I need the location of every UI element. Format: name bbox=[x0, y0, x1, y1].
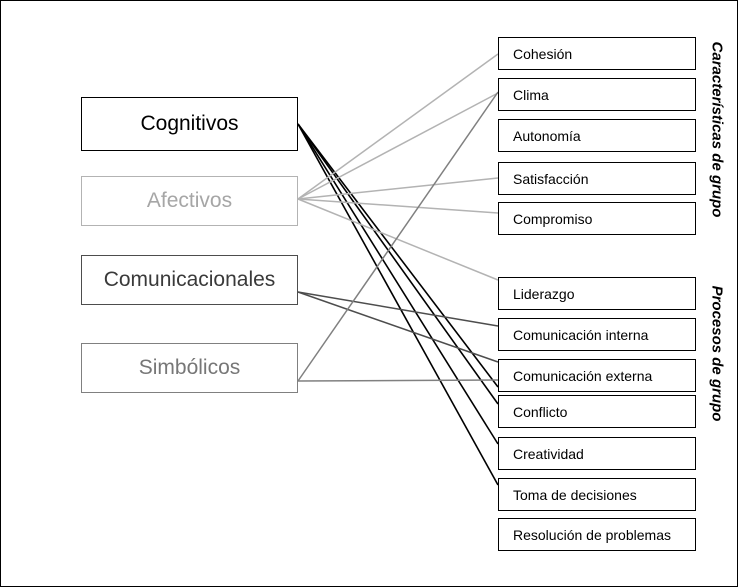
connection-com-to-6 bbox=[297, 291, 499, 327]
item-label: Autonomía bbox=[513, 127, 581, 144]
group-label-caracteristicas: Características de grupo bbox=[708, 41, 726, 218]
connection-sim-to-7 bbox=[297, 379, 499, 382]
connection-cog-to-8 bbox=[297, 123, 499, 405]
category-afectivos: Afectivos bbox=[81, 176, 298, 226]
item-label: Toma de decisiones bbox=[513, 486, 637, 503]
connection-sim-to-1 bbox=[297, 91, 499, 382]
item-label: Liderazgo bbox=[513, 285, 575, 302]
item-liderazgo: Liderazgo bbox=[498, 277, 696, 310]
item-label: Comunicación interna bbox=[513, 326, 649, 343]
category-cognitivos: Cognitivos bbox=[81, 97, 298, 151]
item-label: Comunicación externa bbox=[513, 367, 653, 384]
connection-com-to-7 bbox=[297, 291, 499, 363]
category-label: Simbólicos bbox=[138, 356, 241, 379]
item-cohesion: Cohesión bbox=[498, 37, 696, 70]
item-label: Resolución de problemas bbox=[513, 526, 671, 543]
item-label: Clima bbox=[513, 86, 549, 103]
connection-afe-to-4 bbox=[297, 198, 499, 214]
item-toma-de-decisiones: Toma de decisiones bbox=[498, 478, 696, 511]
item-label: Conflicto bbox=[513, 403, 568, 420]
connection-afe-to-1 bbox=[297, 92, 499, 200]
item-creatividad: Creatividad bbox=[498, 437, 696, 470]
item-label: Compromiso bbox=[513, 210, 593, 227]
category-label: Afectivos bbox=[146, 189, 233, 212]
item-resolucion-de-problemas: Resolución de problemas bbox=[498, 518, 696, 551]
connection-cog-to-7 bbox=[297, 123, 499, 388]
category-label: Comunicacionales bbox=[103, 268, 276, 291]
item-comunicacion-interna: Comunicación interna bbox=[498, 318, 696, 351]
item-label: Satisfacción bbox=[513, 170, 589, 187]
item-comunicacion-externa: Comunicación externa bbox=[498, 359, 696, 392]
item-clima: Clima bbox=[498, 78, 696, 111]
item-label: Creatividad bbox=[513, 445, 584, 462]
item-conflicto: Conflicto bbox=[498, 395, 696, 428]
item-autonomia: Autonomía bbox=[498, 119, 696, 152]
group-label-procesos: Procesos de grupo bbox=[708, 285, 726, 422]
item-satisfaccion: Satisfacción bbox=[498, 162, 696, 195]
item-compromiso: Compromiso bbox=[498, 202, 696, 235]
category-comunicacionales: Comunicacionales bbox=[81, 255, 298, 305]
connection-cog-to-9 bbox=[297, 123, 499, 445]
connection-afe-to-0 bbox=[297, 53, 499, 200]
connection-cog-to-10 bbox=[297, 123, 499, 486]
item-label: Cohesión bbox=[513, 45, 573, 62]
category-label: Cognitivos bbox=[140, 112, 239, 135]
connection-afe-to-5 bbox=[297, 198, 499, 281]
connection-afe-to-3 bbox=[297, 177, 499, 200]
category-simbolicos: Simbólicos bbox=[81, 343, 298, 393]
